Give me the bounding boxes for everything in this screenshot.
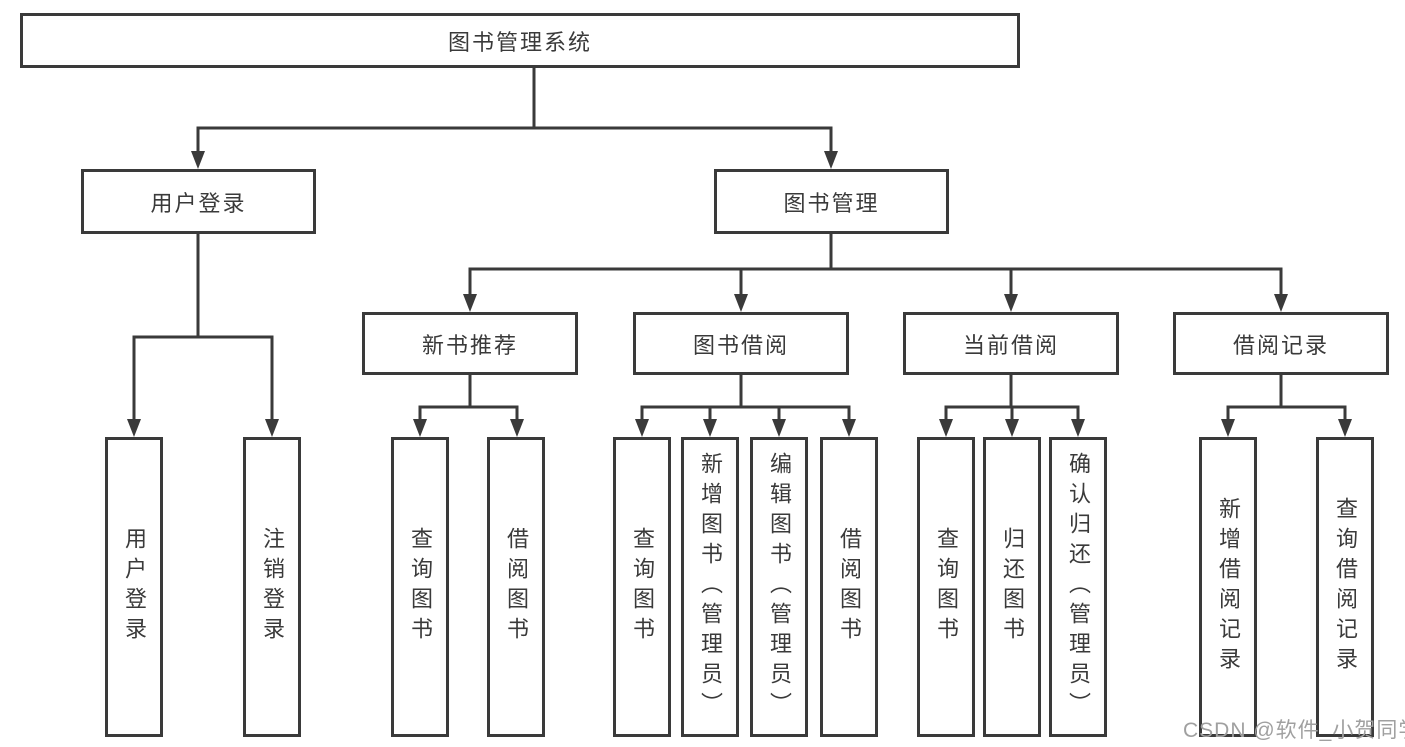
node-label: 图书管理系统 xyxy=(447,29,592,55)
node-leaf-query-book-borrow: 查询图书 xyxy=(613,437,671,737)
node-label: 借阅记录 xyxy=(1232,332,1329,358)
node-label: 查询图书 xyxy=(630,527,655,647)
node-label: 查询图书 xyxy=(408,527,433,647)
node-label: 编辑图书（管理员） xyxy=(767,452,792,722)
node-leaf-query-borrow-record: 查询借阅记录 xyxy=(1316,437,1374,737)
node-user-login-branch: 用户登录 xyxy=(81,169,316,234)
node-leaf-confirm-return-admin: 确认归还（管理员） xyxy=(1049,437,1107,737)
node-label: 图书借阅 xyxy=(692,332,789,358)
node-leaf-user-login: 用户登录 xyxy=(105,437,163,737)
node-label: 新增借阅记录 xyxy=(1216,497,1241,677)
node-leaf-edit-book-admin: 编辑图书（管理员） xyxy=(750,437,808,737)
node-book-borrow: 图书借阅 xyxy=(633,312,849,375)
node-leaf-query-book-current: 查询图书 xyxy=(917,437,975,737)
node-label: 用户登录 xyxy=(150,190,247,216)
node-label: 用户登录 xyxy=(122,527,147,647)
node-new-book-recommend: 新书推荐 xyxy=(362,312,578,375)
node-label: 查询借阅记录 xyxy=(1333,497,1358,677)
node-label: 查询图书 xyxy=(934,527,959,647)
csdn-watermark: CSDN @软件_小贺同学 xyxy=(1183,719,1405,742)
node-label: 新书推荐 xyxy=(421,332,518,358)
node-leaf-add-book-admin: 新增图书（管理员） xyxy=(681,437,739,737)
node-label: 归还图书 xyxy=(1000,527,1025,647)
node-leaf-logout: 注销登录 xyxy=(243,437,301,737)
node-leaf-borrow-book: 借阅图书 xyxy=(820,437,878,737)
node-label: 注销登录 xyxy=(260,527,285,647)
node-leaf-add-borrow-record: 新增借阅记录 xyxy=(1199,437,1257,737)
node-label: 确认归还（管理员） xyxy=(1066,452,1091,722)
node-leaf-query-book-recommend: 查询图书 xyxy=(391,437,449,737)
node-book-management-branch: 图书管理 xyxy=(714,169,949,234)
node-label: 图书管理 xyxy=(783,190,880,216)
node-leaf-borrow-book-recommend: 借阅图书 xyxy=(487,437,545,737)
node-current-borrow: 当前借阅 xyxy=(903,312,1119,375)
node-leaf-return-book: 归还图书 xyxy=(983,437,1041,737)
node-label: 借阅图书 xyxy=(504,527,529,647)
node-label: 当前借阅 xyxy=(962,332,1059,358)
node-borrow-records: 借阅记录 xyxy=(1173,312,1389,375)
node-label: 借阅图书 xyxy=(837,527,862,647)
node-label: 新增图书（管理员） xyxy=(698,452,723,722)
node-library-management-system: 图书管理系统 xyxy=(20,13,1020,68)
